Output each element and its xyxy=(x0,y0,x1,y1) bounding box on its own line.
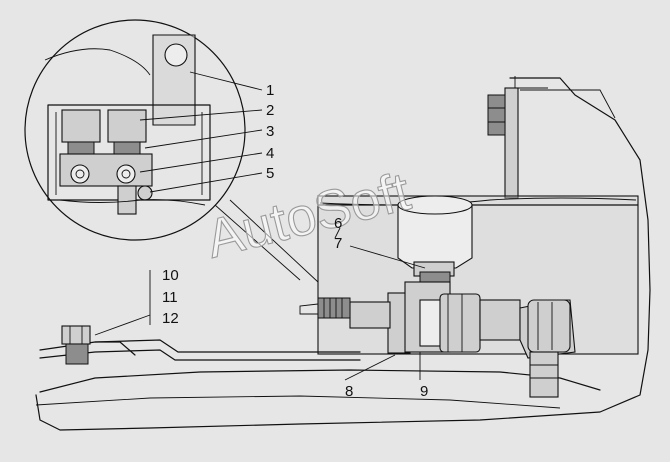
valve-assembly xyxy=(299,281,576,398)
callout-2: 2 xyxy=(266,102,274,119)
valve-top-housing xyxy=(397,195,473,283)
callout-5: 5 xyxy=(266,165,274,182)
callout-10: 10 xyxy=(162,267,179,284)
callout-4: 4 xyxy=(266,145,274,162)
detail-magnifier xyxy=(24,19,319,283)
left-bolt-fitting xyxy=(61,325,91,365)
leader-lines xyxy=(94,71,426,381)
callout-1: 1 xyxy=(266,82,274,99)
callout-8: 8 xyxy=(345,383,353,400)
callout-11: 11 xyxy=(162,289,178,306)
upright-bracket xyxy=(487,87,519,199)
callout-12: 12 xyxy=(162,310,179,327)
callout-6: 6 xyxy=(334,215,342,232)
callout-3: 3 xyxy=(266,123,274,140)
callout-7: 7 xyxy=(334,235,342,252)
callout-labels: 1 2 3 4 5 6 7 8 9 10 11 12 xyxy=(162,82,428,400)
callout-9: 9 xyxy=(420,383,428,400)
vehicle-body-outline xyxy=(35,76,651,431)
